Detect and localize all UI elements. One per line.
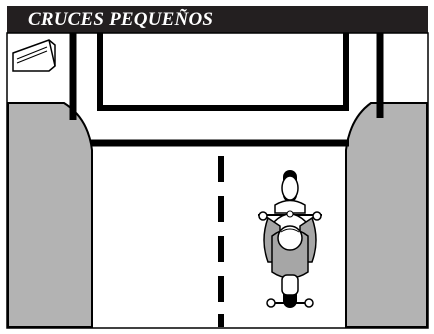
left-sidewalk bbox=[7, 102, 93, 328]
right-sidewalk bbox=[345, 102, 428, 328]
page-title: CRUCES PEQUEÑOS bbox=[7, 6, 428, 33]
motorcycle-rider-icon bbox=[258, 170, 322, 308]
stop-sign-back-icon bbox=[12, 39, 56, 72]
city-block-outline bbox=[97, 33, 349, 111]
